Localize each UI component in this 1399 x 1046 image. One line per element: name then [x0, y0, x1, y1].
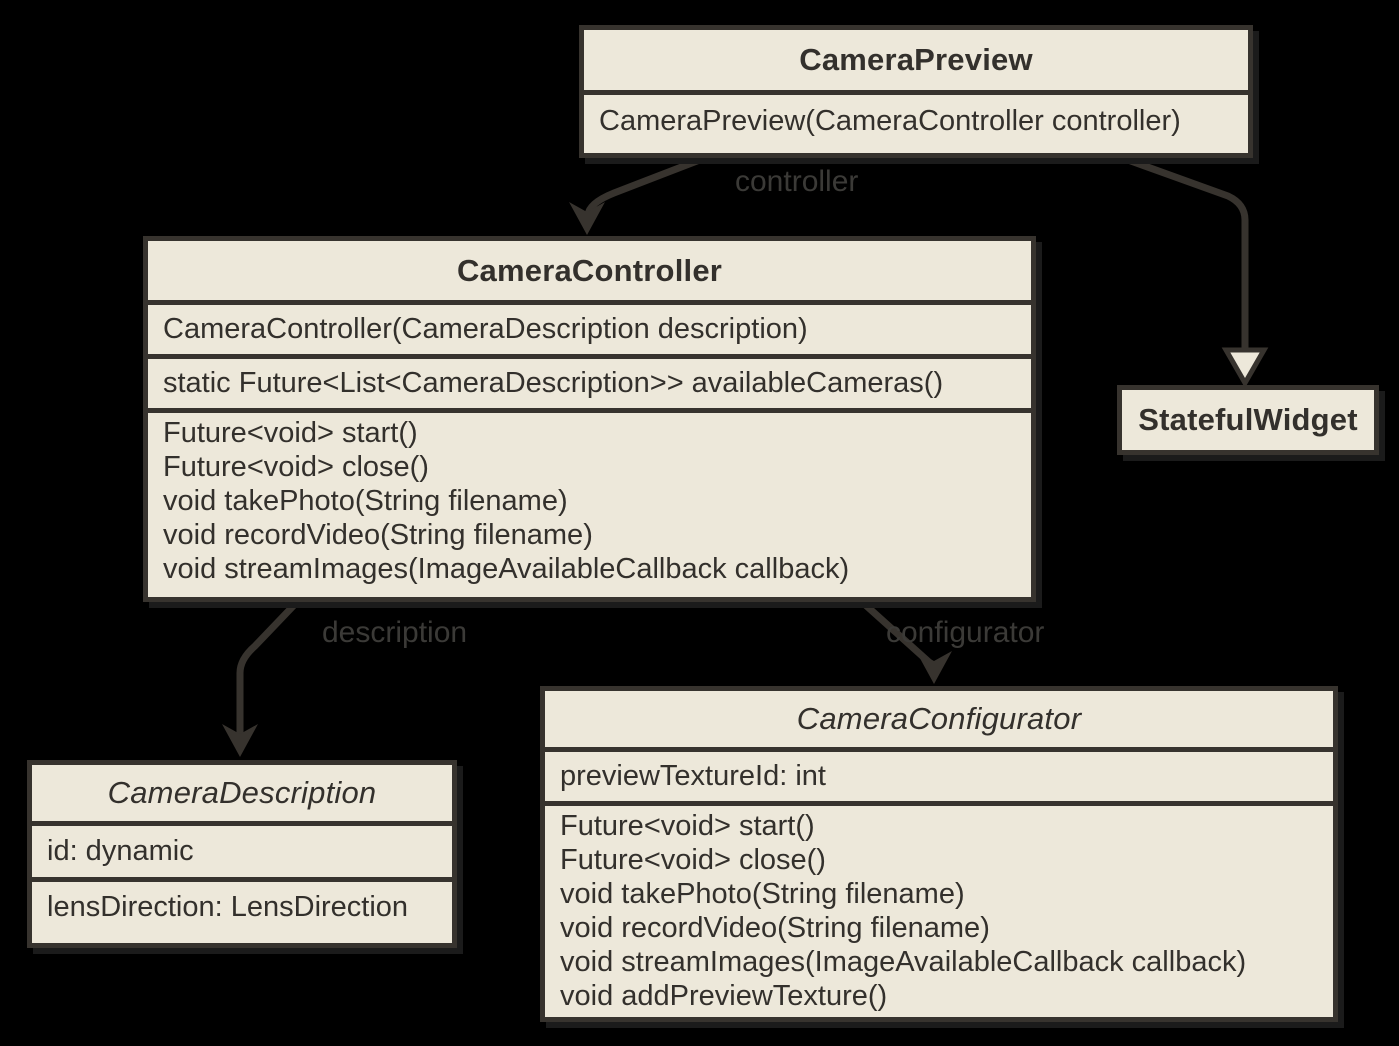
edge-description-line: [236, 597, 302, 750]
class-title: CameraController: [456, 252, 723, 288]
edge-controller-arrowhead-icon: [569, 202, 605, 235]
edge-configurator-arrowhead-icon: [916, 651, 952, 684]
method-line: void takePhoto(String filename): [560, 878, 965, 910]
class-box-camera-description: CameraDescription id: dynamic lensDirect…: [27, 760, 457, 948]
edge-label-description: description: [322, 616, 468, 649]
class-methods-compartment: Future<void> start() Future<void> close(…: [545, 801, 1333, 1012]
method-line: void addPreviewTexture(): [560, 980, 888, 1012]
method-line: void recordVideo(String filename): [163, 519, 593, 551]
method-line: Future<void> close(): [560, 844, 826, 876]
class-box-camera-preview: CameraPreview CameraPreview(CameraContro…: [579, 25, 1253, 158]
edge-description-arrowhead-icon: [222, 724, 258, 757]
method-line: void takePhoto(String filename): [163, 485, 568, 517]
class-field: previewTextureId: int: [545, 747, 1333, 801]
method-line: Future<void> start(): [560, 810, 815, 842]
edge-controller-line: [584, 152, 714, 228]
class-title: CameraConfigurator: [796, 701, 1082, 736]
class-box-camera-configurator: CameraConfigurator previewTextureId: int…: [540, 686, 1338, 1022]
class-box-stateful-widget: StatefulWidget: [1117, 385, 1379, 455]
edge-extends-hollow-triangle-icon: [1221, 347, 1269, 389]
class-title: CameraPreview: [799, 42, 1033, 77]
class-member: static Future<List<CameraDescription>> a…: [148, 354, 1031, 408]
edge-label-configurator: configurator: [886, 616, 1045, 649]
class-field: id: dynamic: [32, 821, 452, 877]
class-title: CameraDescription: [107, 775, 377, 810]
edge-extends-line: [1113, 152, 1249, 353]
class-member: CameraPreview(CameraController controlle…: [584, 90, 1248, 148]
method-line: Future<void> start(): [163, 417, 418, 449]
class-field: lensDirection: LensDirection: [32, 877, 452, 933]
class-title: StatefulWidget: [1138, 402, 1358, 437]
method-line: Future<void> close(): [163, 451, 429, 483]
edge-label-controller: controller: [735, 165, 859, 198]
class-member: CameraController(CameraDescription descr…: [148, 300, 1031, 354]
method-line: void streamImages(ImageAvailableCallback…: [560, 946, 1247, 978]
method-line: void recordVideo(String filename): [560, 912, 990, 944]
class-box-camera-controller: CameraController CameraController(Camera…: [143, 236, 1036, 602]
class-methods-compartment: Future<void> start() Future<void> close(…: [148, 408, 1031, 585]
method-line: void streamImages(ImageAvailableCallback…: [163, 553, 850, 585]
